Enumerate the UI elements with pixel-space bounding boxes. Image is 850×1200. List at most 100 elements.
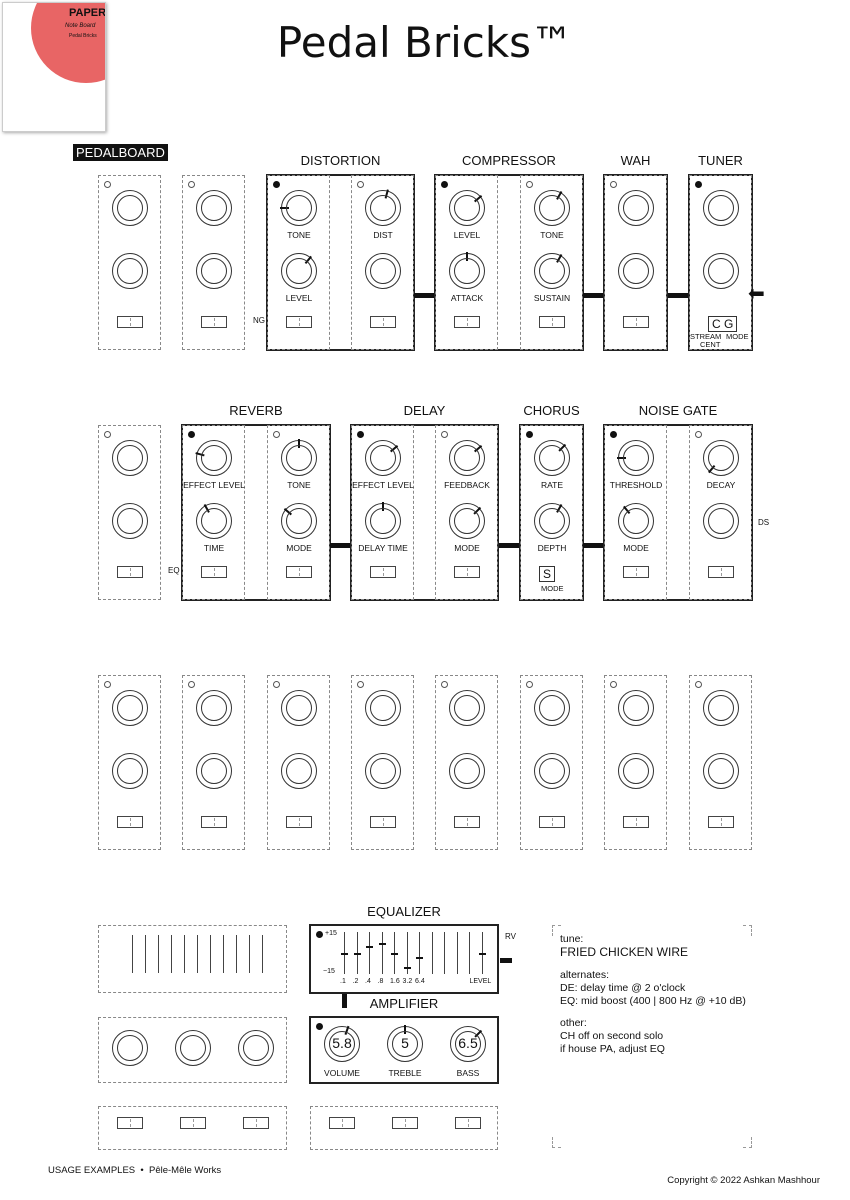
eq-slider-handle[interactable] — [416, 957, 423, 960]
knob[interactable] — [703, 503, 739, 539]
knob[interactable] — [617, 440, 654, 476]
knob[interactable] — [196, 503, 232, 539]
footswitch[interactable] — [623, 566, 649, 578]
footswitch[interactable] — [370, 566, 396, 578]
footswitch[interactable] — [454, 316, 480, 328]
eq-slider[interactable] — [406, 932, 408, 974]
eq-slider[interactable] — [431, 932, 433, 974]
footswitch[interactable] — [117, 316, 143, 328]
knob[interactable] — [618, 690, 654, 726]
knob[interactable] — [703, 753, 739, 789]
knob[interactable] — [534, 690, 570, 726]
footswitch[interactable] — [201, 316, 227, 328]
pedal[interactable] — [98, 425, 161, 600]
knob[interactable] — [449, 252, 485, 289]
pedal[interactable] — [98, 675, 161, 850]
pedal[interactable] — [182, 675, 245, 850]
knob[interactable] — [112, 1030, 148, 1066]
pedal[interactable] — [267, 675, 330, 850]
pedal[interactable] — [604, 675, 667, 850]
pedal[interactable]: DIST — [351, 175, 414, 350]
knob[interactable] — [703, 690, 739, 726]
knob[interactable] — [365, 189, 401, 226]
eq-slider[interactable] — [419, 932, 420, 974]
knob[interactable] — [449, 190, 485, 226]
knob[interactable] — [281, 753, 317, 789]
eq-slider[interactable] — [369, 932, 370, 974]
amp-knob-treble[interactable]: 5 — [387, 1025, 423, 1062]
footswitch[interactable] — [117, 816, 143, 828]
footswitch[interactable] — [455, 1117, 481, 1129]
pedal[interactable] — [689, 675, 752, 850]
knob[interactable] — [112, 753, 148, 789]
knob[interactable] — [281, 253, 317, 289]
knob[interactable] — [281, 439, 317, 476]
knob[interactable] — [534, 190, 570, 226]
pedal[interactable] — [520, 675, 583, 850]
footswitch[interactable] — [623, 316, 649, 328]
pedal[interactable] — [182, 175, 245, 350]
eq-slider-handle[interactable] — [478, 953, 486, 955]
knob[interactable] — [449, 690, 485, 726]
eq-blank-unit[interactable] — [98, 925, 287, 993]
knob[interactable] — [196, 690, 232, 726]
footswitch[interactable] — [329, 1117, 355, 1129]
eq-slider-handle[interactable] — [391, 953, 398, 955]
knob[interactable] — [703, 253, 739, 289]
amp-blank-unit[interactable] — [98, 1017, 287, 1083]
eq-slider-handle[interactable] — [366, 946, 373, 948]
mode-switch[interactable]: S — [539, 566, 556, 582]
eq-slider-handle[interactable] — [353, 953, 361, 955]
knob[interactable] — [534, 503, 570, 539]
footswitch[interactable] — [539, 316, 565, 328]
pedal[interactable] — [604, 175, 667, 350]
knob[interactable] — [281, 690, 317, 726]
knob[interactable] — [618, 503, 654, 539]
knob[interactable] — [365, 502, 401, 539]
pedal[interactable]: DECAY — [689, 425, 752, 600]
footswitch[interactable] — [708, 566, 734, 578]
footswitch[interactable] — [201, 816, 227, 828]
knob[interactable] — [534, 253, 570, 289]
knob[interactable] — [365, 440, 401, 476]
eq-slider[interactable] — [381, 932, 383, 974]
knob[interactable] — [112, 440, 148, 476]
knob[interactable] — [365, 753, 401, 789]
footswitch[interactable] — [370, 316, 396, 328]
knob[interactable] — [175, 1030, 211, 1066]
amp-knob-volume[interactable]: 5.8 — [324, 1025, 360, 1062]
knob[interactable] — [365, 690, 401, 726]
footswitch[interactable] — [286, 316, 312, 328]
footswitch[interactable] — [117, 566, 143, 578]
pedal[interactable] — [98, 175, 161, 350]
footswitch[interactable] — [708, 816, 734, 828]
mode-switch[interactable]: C G — [708, 316, 738, 332]
footswitch[interactable] — [286, 566, 312, 578]
knob[interactable] — [449, 503, 485, 539]
eq-slider-handle[interactable] — [341, 953, 348, 955]
knob[interactable] — [196, 190, 232, 226]
knob[interactable] — [534, 753, 570, 789]
knob[interactable] — [112, 190, 148, 226]
amp-knob-bass[interactable]: 6.5 — [450, 1026, 486, 1062]
knob[interactable] — [195, 440, 232, 476]
eq-slider[interactable] — [456, 932, 458, 974]
knob[interactable] — [449, 753, 485, 789]
knob[interactable] — [196, 253, 232, 289]
knob[interactable] — [703, 440, 739, 476]
knob[interactable] — [618, 190, 654, 226]
footswitch[interactable] — [370, 816, 396, 828]
eq-slider-handle[interactable] — [378, 943, 386, 946]
footswitch[interactable] — [392, 1117, 418, 1129]
